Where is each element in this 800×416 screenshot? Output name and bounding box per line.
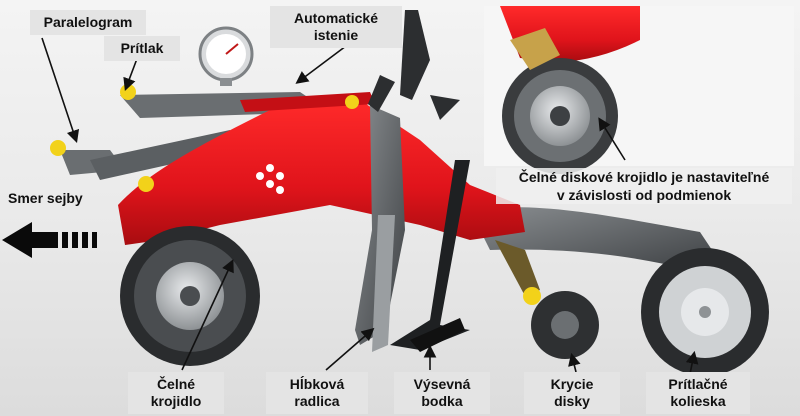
label-smer-sejby: Smer sejby [8, 190, 83, 206]
label-text: Paralelogram [43, 14, 133, 30]
label-text: Hĺbková [289, 376, 345, 392]
callout-arrows [41, 37, 699, 375]
label-text: Automatické [293, 10, 379, 26]
label-text: Prítlačné [668, 376, 728, 392]
press-wheels [641, 248, 769, 376]
label-pritlak: Prítlak [104, 36, 180, 61]
frame-bolts [256, 164, 284, 194]
inset-note: Čelné diskové krojidlo je nastaviteľné v… [496, 168, 792, 204]
label-text: disky [554, 393, 590, 409]
label-text: radlica [294, 393, 340, 409]
label-hlbkova-radlica: Hĺbková radlica [266, 372, 368, 414]
inset-note-line2: v závislosti od podmienok [556, 187, 732, 203]
inset-disk-coulter [484, 6, 794, 174]
label-vysevna-bodka: Výsevná bodka [394, 372, 490, 414]
direction-arrow-icon [2, 222, 97, 258]
label-text: Prítlak [120, 40, 164, 56]
label-text: istenie [313, 27, 359, 43]
label-pritlacne-kolieska: Prítlačné kolieska [646, 372, 750, 414]
label-text: Krycie [550, 376, 594, 392]
label-text: Výsevná [413, 376, 471, 392]
label-text: Čelné [156, 376, 196, 392]
label-automaticke-istenie: Automatické istenie [270, 6, 402, 48]
label-krycie-disky: Krycie disky [524, 372, 620, 414]
label-text: krojidlo [150, 393, 202, 409]
front-coulter-wheel [120, 226, 260, 366]
label-paralelogram: Paralelogram [30, 10, 146, 35]
inset-note-line1: Čelné diskové krojidlo je nastaviteľné [518, 169, 770, 185]
covering-discs [523, 287, 599, 359]
label-celne-krojidlo: Čelné krojidlo [128, 372, 224, 414]
label-text: bodka [421, 393, 463, 409]
label-text: kolieska [670, 393, 726, 409]
pressure-gauge-icon [198, 26, 254, 86]
